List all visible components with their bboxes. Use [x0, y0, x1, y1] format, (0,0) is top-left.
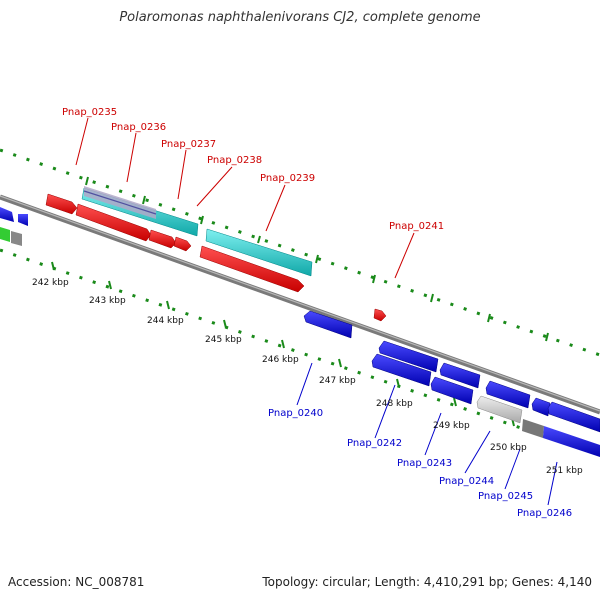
scale-label-245: 245 kbp: [205, 335, 242, 345]
dark-gray-feature: [522, 419, 544, 438]
map-title: Polaromonas naphthalenivorans CJ2, compl…: [119, 10, 481, 25]
gene-shape-pnap-0243b: [430, 376, 474, 405]
gene-label-pnap-0236[interactable]: Pnap_0236: [111, 122, 166, 133]
gray-feature: [476, 395, 523, 424]
gene-label-pnap-0238[interactable]: Pnap_0238: [207, 155, 262, 166]
gene-label-pnap-0239[interactable]: Pnap_0239: [260, 173, 315, 184]
outer-major-ticks: [85, 176, 549, 342]
gene-shape-pnap-0244[interactable]: [485, 380, 531, 409]
scale-label-242: 242 kbp: [32, 278, 69, 288]
partial-blue-left-2: [18, 214, 28, 226]
gene-label-pnap-0243[interactable]: Pnap_0243: [397, 458, 452, 469]
rna-feature-2: [205, 228, 313, 277]
gene-shape-pnap-0242[interactable]: [378, 340, 439, 373]
gene-label-pnap-0244[interactable]: Pnap_0244: [439, 476, 494, 487]
inner-tick-ring: [0, 248, 600, 457]
gene-label-pnap-0237[interactable]: Pnap_0237: [161, 139, 216, 150]
forward-leaders: [75, 117, 415, 279]
scale-label-249: 249 kbp: [433, 421, 470, 431]
genome-summary: Topology: circular; Length: 4,410,291 bp…: [262, 575, 592, 589]
gene-label-pnap-0235[interactable]: Pnap_0235: [62, 107, 117, 118]
scale-label-247: 247 kbp: [319, 376, 356, 386]
gene-shape-pnap-0245[interactable]: [531, 397, 551, 417]
gene-label-pnap-0241[interactable]: Pnap_0241: [389, 221, 444, 232]
gene-label-pnap-0245[interactable]: Pnap_0245: [478, 491, 533, 502]
gene-shape-pnap-0246[interactable]: [547, 401, 600, 433]
gene-shape-pnap-0241[interactable]: [373, 308, 387, 322]
scale-label-248: 248 kbp: [376, 399, 413, 409]
scale-label-250: 250 kbp: [490, 443, 527, 453]
gene-shape-pnap-0238[interactable]: [173, 236, 192, 252]
partial-blue-left: [0, 207, 14, 222]
gene-label-pnap-0246[interactable]: Pnap_0246: [517, 508, 572, 519]
partial-gray-left: [11, 231, 22, 246]
scale-label-251: 251 kbp: [546, 466, 583, 476]
gene-shape-pnap-0235[interactable]: [45, 193, 78, 215]
genome-backbone: [0, 194, 600, 415]
partial-green-left: [0, 227, 10, 242]
scale-label-244: 244 kbp: [147, 316, 184, 326]
cyan-blue-feature: [543, 426, 600, 457]
gene-label-pnap-0242[interactable]: Pnap_0242: [347, 438, 402, 449]
gene-label-pnap-0240[interactable]: Pnap_0240: [268, 408, 323, 419]
gene-shape-pnap-0239[interactable]: [199, 245, 305, 293]
scale-label-246: 246 kbp: [262, 355, 299, 365]
gene-shape-pnap-0240[interactable]: [303, 310, 353, 339]
gene-shape-pnap-0243[interactable]: [439, 362, 481, 389]
scale-label-243: 243 kbp: [89, 296, 126, 306]
reverse-leaders: [296, 362, 558, 506]
gene-shape-pnap-0236[interactable]: [75, 203, 152, 242]
gene-shape-pnap-0237[interactable]: [148, 229, 177, 249]
accession-text: Accession: NC_008781: [8, 575, 145, 589]
gene-shape-pnap-0242b: [371, 353, 432, 387]
